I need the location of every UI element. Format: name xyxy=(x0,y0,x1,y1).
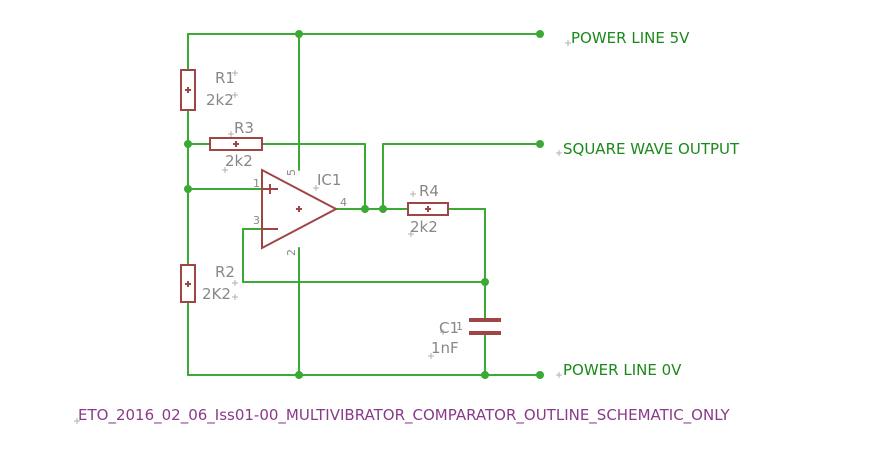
ic1-name-label: IC1 xyxy=(317,171,341,189)
capacitor-c1[interactable] xyxy=(469,318,501,335)
r3-value-label: 2k2 xyxy=(225,152,253,170)
junction-dot xyxy=(361,205,369,213)
net-label-square-wave-output: SQUARE WAVE OUTPUT xyxy=(563,140,740,158)
junction-dot xyxy=(295,371,303,379)
net-label-power-5v: POWER LINE 5V xyxy=(571,29,690,47)
schematic-title: ETO_2016_02_06_Iss01-00_MULTIVIBRATOR_CO… xyxy=(78,406,731,425)
ic1-pin4-label: 4 xyxy=(340,196,347,209)
resistor-r4[interactable] xyxy=(407,202,449,216)
junction-dot xyxy=(536,140,544,148)
r3-name-label: R3 xyxy=(234,119,254,137)
junction-dot xyxy=(481,278,489,286)
ic1-pin1-label: 1 xyxy=(253,177,260,190)
junction-dot xyxy=(536,371,544,379)
net-label-power-0v: POWER LINE 0V xyxy=(563,361,682,379)
ic1-pin3-label: 3 xyxy=(253,214,260,227)
r1-name-label: R1 xyxy=(215,69,235,87)
r4-name-label: R4 xyxy=(419,182,439,200)
r2-name-label: R2 xyxy=(215,263,235,281)
junction-dot xyxy=(536,30,544,38)
junction-dot xyxy=(295,30,303,38)
junction-dot xyxy=(184,185,192,193)
origin-markers xyxy=(74,40,571,424)
resistor-r1[interactable] xyxy=(180,69,196,111)
resistor-r2[interactable] xyxy=(180,264,196,303)
resistor-r3[interactable] xyxy=(209,137,263,151)
c1-name-label: C1 xyxy=(439,319,459,337)
junctions xyxy=(184,30,544,379)
r1-value-label: 2k2 xyxy=(206,91,234,109)
ic1-pin2-label: 2 xyxy=(285,249,298,256)
opamp-ic1[interactable] xyxy=(261,168,339,250)
ic1-pin5-label: 5 xyxy=(285,169,298,176)
junction-dot xyxy=(379,205,387,213)
r2-value-label: 2K2 xyxy=(202,285,231,303)
r4-value-label: 2k2 xyxy=(410,218,438,236)
c1-pin1-label: 1 xyxy=(456,320,463,333)
c1-value-label: 1nF xyxy=(431,339,459,357)
junction-dot xyxy=(481,371,489,379)
junction-dot xyxy=(184,140,192,148)
wires xyxy=(187,33,541,376)
